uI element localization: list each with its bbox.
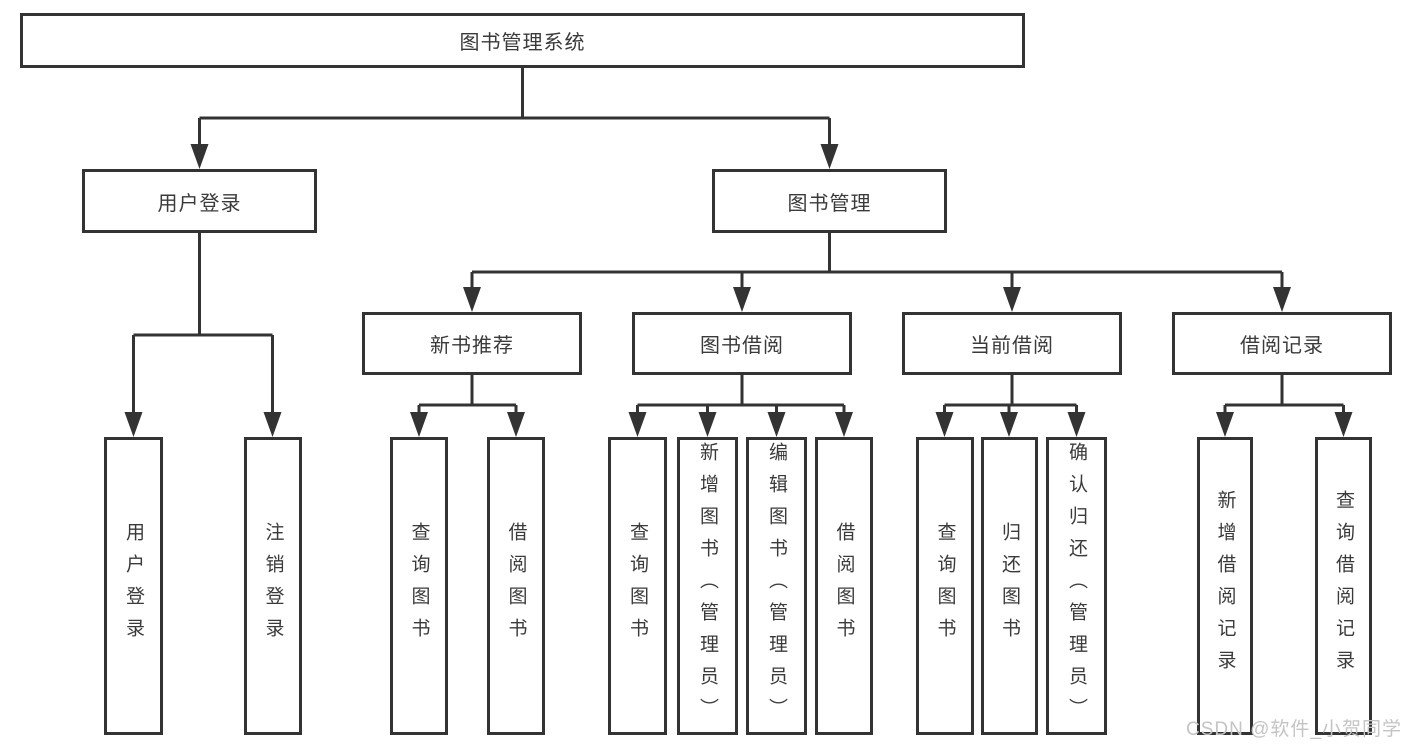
connector-current-borrowing (935, 375, 1086, 437)
node-query-books-3: 查询图书 (916, 437, 974, 735)
node-edit-books-admin: 编辑图书（管理员） (746, 437, 807, 735)
node-return-books: 归还图书 (981, 437, 1038, 735)
node-borrowing-records: 借阅记录 (1172, 312, 1392, 375)
connector-user-login (124, 233, 282, 437)
node-query-books-2: 查询图书 (608, 437, 667, 735)
node-borrow-books-1: 借阅图书 (487, 437, 545, 735)
node-library-management-system: 图书管理系统 (20, 13, 1025, 68)
csdn-watermark: CSDN @软件_小贺同学 (1186, 719, 1402, 740)
node-book-borrowing: 图书借阅 (632, 312, 852, 375)
node-user-login: 用户登录 (82, 169, 317, 233)
node-query-borrow-record: 查询借阅记录 (1315, 437, 1372, 735)
node-borrow-books-2: 借阅图书 (815, 437, 873, 735)
node-logout: 注销登录 (244, 437, 302, 735)
node-book-management: 图书管理 (712, 169, 947, 233)
node-confirm-return-admin: 确认归还（管理员） (1046, 437, 1107, 735)
node-current-borrowing: 当前借阅 (902, 312, 1122, 375)
connector-book-borrowing (628, 375, 853, 437)
node-add-borrow-record: 新增借阅记录 (1197, 437, 1253, 735)
node-new-book-recommendation: 新书推荐 (362, 312, 582, 375)
node-query-books-1: 查询图书 (390, 437, 448, 735)
connector-book-management (463, 233, 1291, 312)
connector-borrowing-records (1216, 375, 1353, 437)
node-add-books-admin: 新增图书（管理员） (677, 437, 738, 735)
node-user-login-leaf: 用户登录 (104, 437, 163, 735)
connector-root (190, 68, 839, 169)
connector-new-book-recommendation (410, 375, 525, 437)
